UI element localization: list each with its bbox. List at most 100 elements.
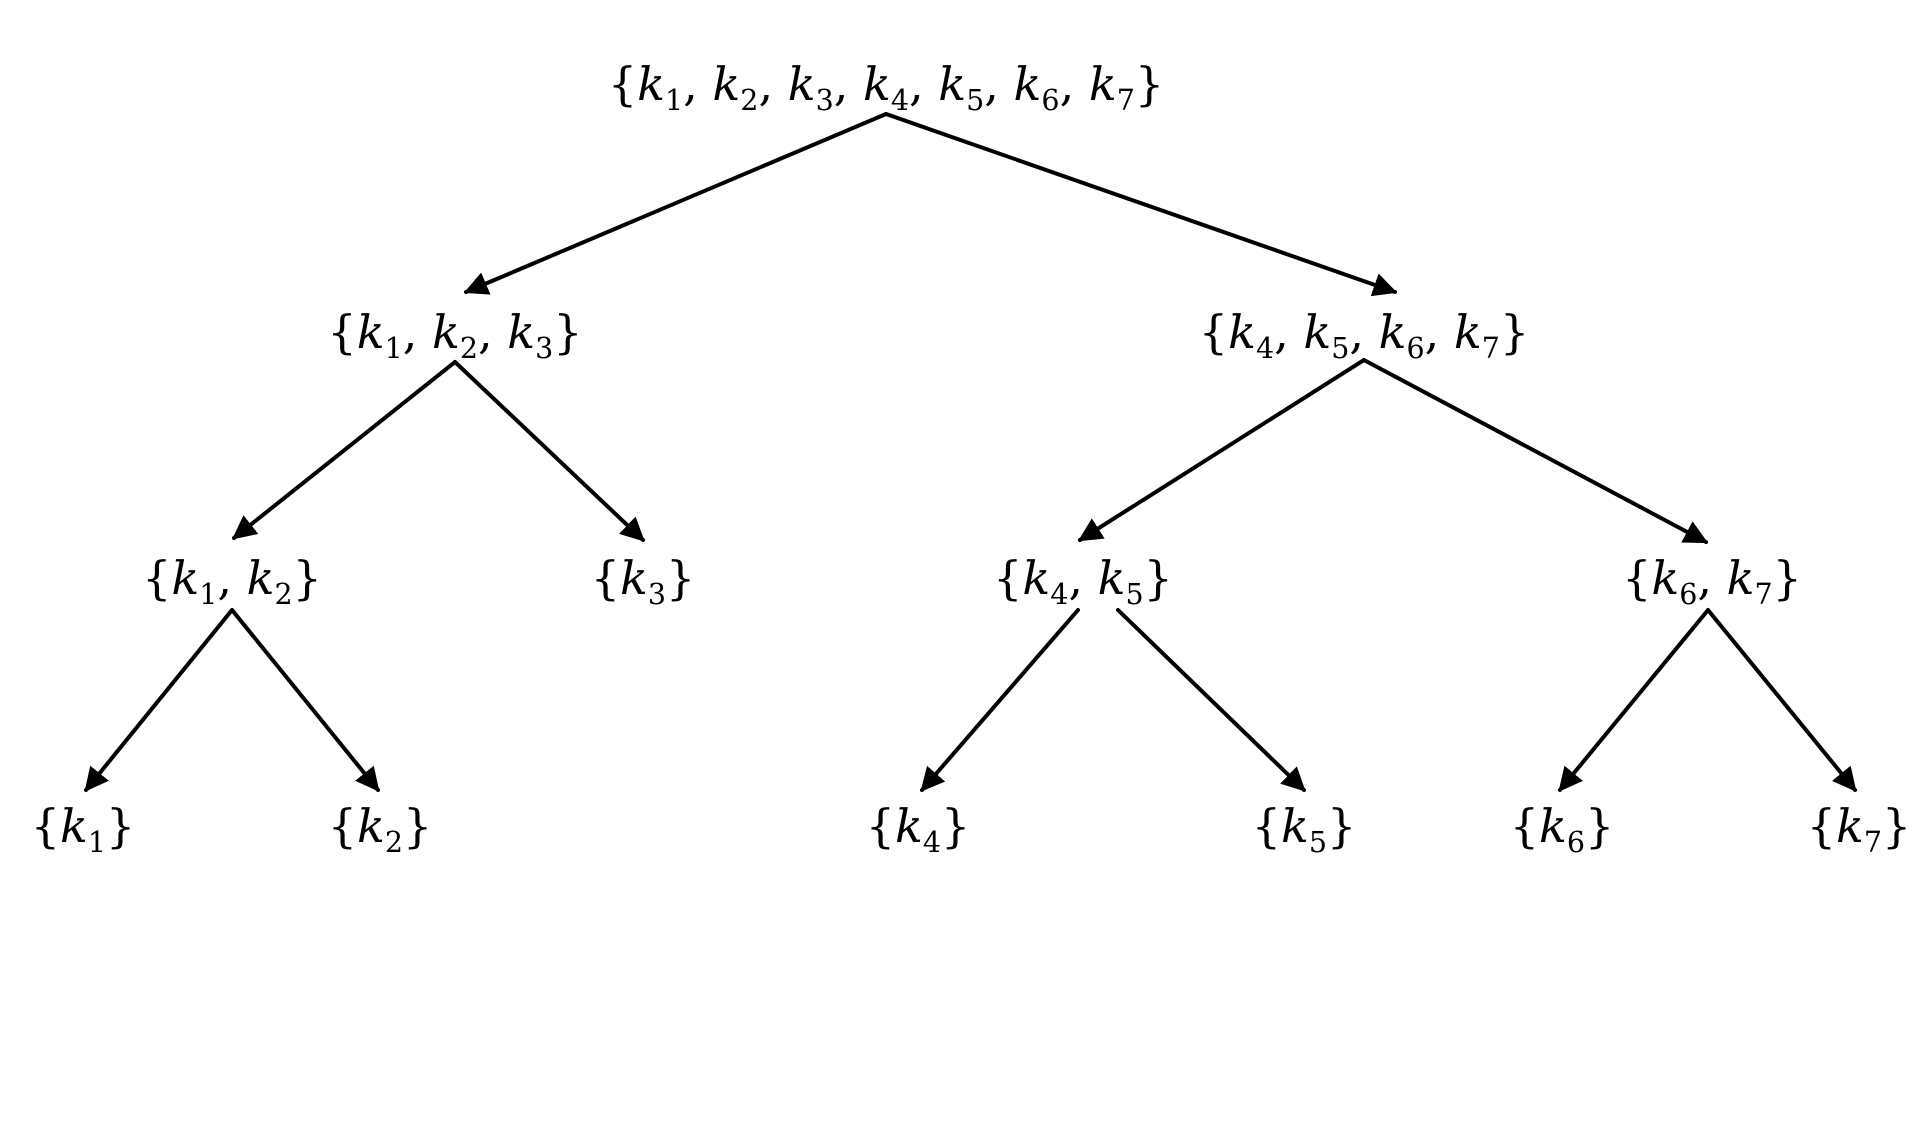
node-leaf-5: {k5}	[1252, 803, 1357, 857]
key-term: k6	[1539, 799, 1585, 857]
key-variable: k	[1280, 799, 1309, 853]
close-brace: }	[292, 551, 322, 605]
key-term: k4	[863, 57, 909, 115]
close-brace: }	[1327, 799, 1357, 853]
edge-root-to-right	[884, 112, 1398, 297]
node-right: {k4, k5, k6, k7}	[1199, 309, 1529, 363]
close-brace: }	[553, 305, 583, 359]
key-separator: ,	[402, 305, 432, 359]
node-root: {k1, k2, k3, k4, k5, k6, k7}	[608, 61, 1164, 115]
edge-right-right-to-leaf-7	[1706, 608, 1857, 792]
key-variable: k	[507, 305, 536, 359]
key-subscript: 6	[1406, 331, 1425, 365]
node-left: {k1, k2, k3}	[327, 309, 582, 363]
key-subscript: 7	[1481, 331, 1500, 365]
key-variable: k	[1726, 551, 1755, 605]
key-variable: k	[1303, 305, 1332, 359]
node-leaf-4: {k4}	[866, 803, 971, 857]
key-variable: k	[637, 57, 666, 111]
key-separator: ,	[683, 57, 713, 111]
edge-right-to-right-right	[1362, 358, 1709, 544]
key-subscript: 2	[740, 83, 759, 117]
key-subscript: 5	[966, 83, 985, 117]
key-subscript: 3	[535, 331, 554, 365]
key-variable: k	[1651, 551, 1680, 605]
close-brace: }	[666, 551, 696, 605]
node-left-left: {k1, k2}	[142, 555, 322, 609]
key-variable: k	[246, 551, 275, 605]
key-variable: k	[1228, 305, 1256, 359]
edge-right-right-to-leaf-6	[1558, 608, 1710, 792]
key-separator: ,	[1697, 551, 1727, 605]
key-term: k6	[1013, 57, 1060, 115]
open-brace: {	[993, 551, 1023, 605]
close-brace: }	[1882, 799, 1912, 853]
key-separator: ,	[833, 57, 863, 111]
node-left-right: {k3}	[591, 555, 696, 609]
key-subscript: 3	[647, 577, 667, 611]
key-subscript: 2	[274, 577, 293, 611]
key-term: k4	[894, 799, 941, 857]
key-subscript: 6	[1679, 577, 1698, 611]
key-subscript: 5	[1125, 577, 1144, 611]
key-variable: k	[712, 57, 741, 111]
node-leaf-2: {k2}	[328, 803, 433, 857]
node-leaf-7: {k7}	[1807, 803, 1912, 857]
key-subscript: 6	[1566, 825, 1586, 859]
key-subscript: 7	[1116, 83, 1135, 117]
key-variable: k	[894, 799, 923, 853]
key-term: k2	[356, 799, 403, 857]
node-right-right: {k6, k7}	[1622, 555, 1802, 609]
node-leaf-6: {k6}	[1510, 803, 1615, 857]
edge-left-to-left-right	[453, 360, 645, 542]
key-separator: ,	[1424, 305, 1454, 359]
edge-left-to-left-left	[232, 360, 457, 540]
close-brace: }	[1499, 305, 1530, 359]
key-subscript: 1	[384, 331, 403, 365]
open-brace: {	[142, 551, 172, 605]
key-term: k5	[1303, 305, 1349, 363]
key-separator: ,	[909, 57, 939, 111]
key-subscript: 7	[1863, 825, 1883, 859]
key-term: k7	[1835, 799, 1882, 857]
key-subscript: 2	[384, 825, 404, 859]
key-term: k2	[712, 57, 758, 115]
close-brace: }	[1585, 799, 1615, 853]
key-term: k4	[1022, 551, 1068, 609]
key-variable: k	[1013, 57, 1042, 111]
key-variable: k	[938, 57, 967, 111]
key-subscript: 7	[1754, 577, 1773, 611]
edges-layer	[84, 112, 1857, 792]
edge-right-left-to-leaf-4	[920, 608, 1080, 792]
key-separator: ,	[478, 305, 508, 359]
node-right-left: {k4, k5}	[993, 555, 1173, 609]
key-variable: k	[59, 799, 88, 853]
key-term: k2	[432, 305, 478, 363]
key-separator: ,	[984, 57, 1014, 111]
key-variable: k	[1453, 305, 1482, 359]
open-brace: {	[1622, 551, 1652, 605]
key-variable: k	[787, 57, 816, 111]
key-variable: k	[1378, 305, 1407, 359]
key-subscript: 4	[922, 825, 942, 859]
key-subscript: 1	[665, 83, 684, 117]
close-brace: }	[941, 799, 971, 853]
key-variable: k	[356, 799, 385, 853]
key-term: k6	[1651, 551, 1697, 609]
close-brace: }	[1772, 551, 1802, 605]
key-separator: ,	[1349, 305, 1379, 359]
key-variable: k	[1835, 799, 1864, 853]
key-term: k3	[620, 551, 666, 609]
open-brace: {	[327, 305, 357, 359]
key-variable: k	[1088, 57, 1117, 111]
key-term: k7	[1453, 305, 1500, 363]
key-variable: k	[1022, 551, 1051, 605]
key-term: k1	[171, 551, 217, 609]
key-term: k6	[1378, 305, 1425, 363]
close-brace: }	[106, 799, 136, 853]
key-subscript: 5	[1331, 331, 1350, 365]
open-brace: {	[590, 551, 620, 605]
open-brace: {	[327, 799, 357, 853]
node-leaf-1: {k1}	[31, 803, 136, 857]
